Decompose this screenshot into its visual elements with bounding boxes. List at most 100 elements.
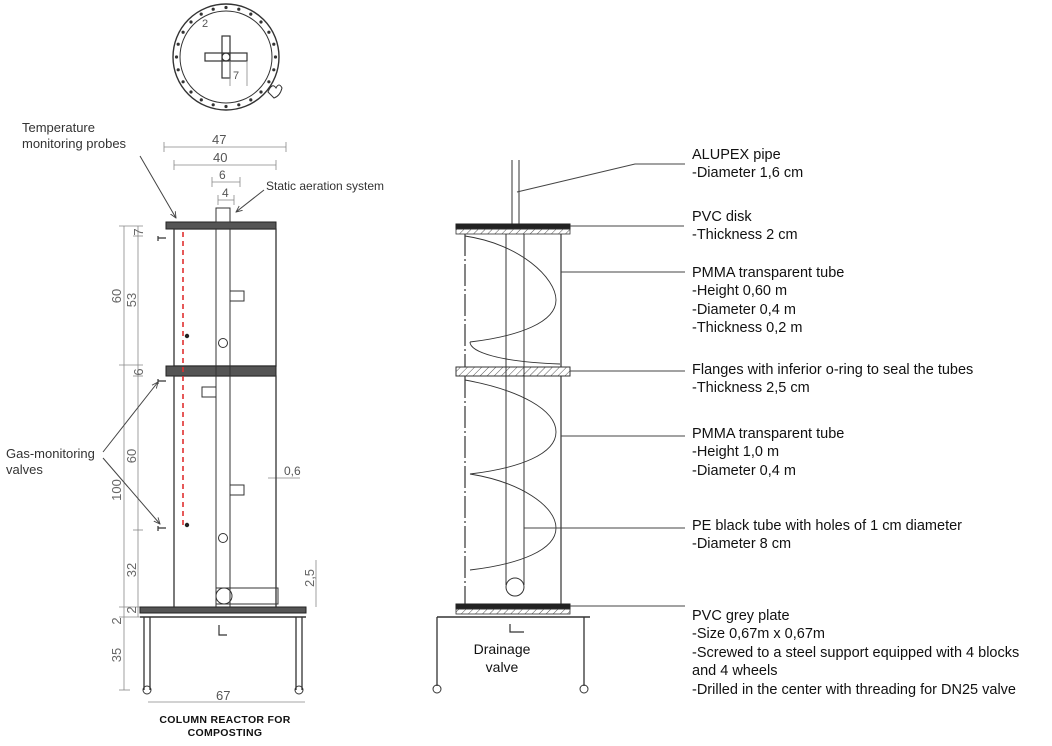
dim-overall-width: 47 [212, 132, 226, 147]
spec-line: -Diameter 8 cm [692, 536, 792, 552]
caption-line-2: COMPOSTING [187, 727, 263, 739]
bolt-hole [249, 98, 253, 102]
spec-title: PMMA transparent tube [692, 426, 845, 442]
dim-base: 2 [109, 617, 124, 624]
right-flange [455, 366, 571, 377]
dim-offset: 2,5 [302, 569, 317, 587]
bolt-hole [267, 30, 271, 34]
dim-flange: 6 [131, 368, 146, 375]
right-leader-lines [516, 163, 685, 607]
top-view [172, 3, 283, 111]
dim-pipe-inner: 4 [222, 186, 229, 200]
spec-title: PVC disk [692, 209, 752, 225]
left-column [139, 207, 307, 695]
bolt-hole [199, 12, 203, 16]
spec-line: and 4 wheels [692, 663, 778, 679]
dim-upper-tube: 53 [124, 293, 139, 307]
temperature-probes-label: Temperature monitoring probes [22, 120, 126, 152]
caption-line-1: COLUMN REACTOR FOR [159, 714, 291, 726]
bolt-hole [259, 20, 263, 24]
left-top-disk [165, 221, 277, 230]
spec-line: -Thickness 0,2 m [692, 320, 803, 336]
right-column [432, 160, 590, 694]
dim-arm-label: 7 [233, 70, 239, 82]
top-view-outer-ring [172, 3, 280, 111]
spec-pvc-disk: PVC disk -Thickness 2 cm [692, 208, 798, 245]
bolt-hole [224, 104, 228, 109]
temperature-probes-line-1: Temperature [22, 120, 95, 135]
bolt-hole [174, 55, 179, 59]
bolt-hole [181, 80, 185, 84]
top-view-bolts [174, 5, 278, 109]
drainage-valve-label: Drainage valve [462, 640, 542, 676]
left-vertical-dim-labels: 7 60 53 6 100 60 32 2,5 2 2 35 [109, 228, 317, 662]
bolt-hole [176, 68, 180, 72]
left-annotation-arrows [102, 155, 265, 524]
temperature-probes-line-2: monitoring probes [22, 136, 127, 151]
spec-line: -Thickness 2 cm [692, 227, 798, 243]
spec-line: -Diameter 0,4 m [692, 301, 796, 318]
dim-lower-section: 100 [109, 479, 124, 501]
dim-lower-part: 32 [124, 563, 139, 577]
static-aeration-label: Static aeration system [266, 179, 385, 193]
spec-title: Flanges with inferior o-ring to seal the… [692, 362, 974, 378]
spec-line: -Height 0,60 m [692, 283, 788, 299]
spec-line: -Height 1,0 m [692, 444, 780, 460]
bolt-hole [211, 7, 215, 11]
top-view-cross [204, 35, 248, 79]
spec-pmma-upper: PMMA transparent tube -Height 0,60 m -Di… [692, 264, 844, 338]
bolt-hole [189, 90, 193, 94]
dim-pipe-outer: 6 [219, 168, 226, 182]
drainage-line-2: valve [485, 659, 519, 675]
column-reactor-caption: COLUMN REACTOR FOR COMPOSTING [135, 714, 315, 740]
valve-handle-icon [267, 84, 283, 99]
spec-title: PVC grey plate [692, 608, 790, 624]
spec-line: -Diameter 1,6 cm [692, 165, 804, 181]
bolt-hole [181, 30, 185, 34]
right-spiral [464, 235, 561, 571]
dim-lower-tube: 60 [124, 449, 139, 463]
bolt-hole [267, 80, 271, 84]
dim-flange-width: 40 [213, 150, 227, 165]
bolt-hole [273, 55, 278, 59]
bolt-hole [272, 68, 276, 72]
bolt-hole [272, 42, 276, 46]
bolt-hole [259, 90, 263, 94]
spec-line: -Thickness 2,5 cm [692, 380, 810, 396]
bolt-hole [237, 103, 241, 107]
right-grey-plate [455, 603, 571, 610]
drainage-line-1: Drainage [473, 641, 531, 657]
spec-alupex-pipe: ALUPEX pipe -Diameter 1,6 cm [692, 146, 803, 183]
spec-title: ALUPEX pipe [692, 147, 781, 163]
spec-pe-tube: PE black tube with holes of 1 cm diamete… [692, 517, 962, 554]
top-view-inner-ring [179, 10, 273, 104]
dim-legs: 35 [109, 648, 124, 662]
spec-line: -Drilled in the center with threading fo… [692, 681, 1016, 698]
gas-valves-line-1: Gas-monitoring [6, 446, 95, 461]
left-horizontal-dims [148, 142, 305, 703]
left-bottom-pipe [215, 587, 279, 605]
dim-wall: 0,6 [284, 464, 301, 478]
dim-upper-section: 60 [109, 289, 124, 303]
left-lower-tube [173, 375, 277, 609]
spec-flanges: Flanges with inferior o-ring to seal the… [692, 361, 973, 398]
spec-line: -Size 0,67m x 0,67m [692, 626, 825, 642]
left-upper-tube [173, 228, 277, 367]
dim-top-disk: 7 [131, 228, 146, 235]
right-pvc-disk [455, 223, 571, 230]
gas-valves-line-2: valves [6, 462, 43, 477]
spec-pvc-grey-plate: PVC grey plate -Size 0,67m x 0,67m -Scre… [692, 607, 1019, 699]
bolt-hole [199, 98, 203, 102]
bolt-hole [189, 20, 193, 24]
spec-pmma-lower: PMMA transparent tube -Height 1,0 m -Dia… [692, 425, 844, 480]
left-inner-pipe [215, 228, 231, 609]
left-aeration-outlet [215, 207, 231, 223]
gas-valves-label: Gas-monitoring valves [6, 446, 95, 478]
dim-plate: 2 [124, 606, 139, 613]
spec-line: -Screwed to a steel support equipped wit… [692, 644, 1020, 661]
spec-title: PE black tube with holes of 1 cm diamete… [692, 518, 962, 534]
bolt-hole [176, 42, 180, 46]
bolt-hole [237, 7, 241, 11]
